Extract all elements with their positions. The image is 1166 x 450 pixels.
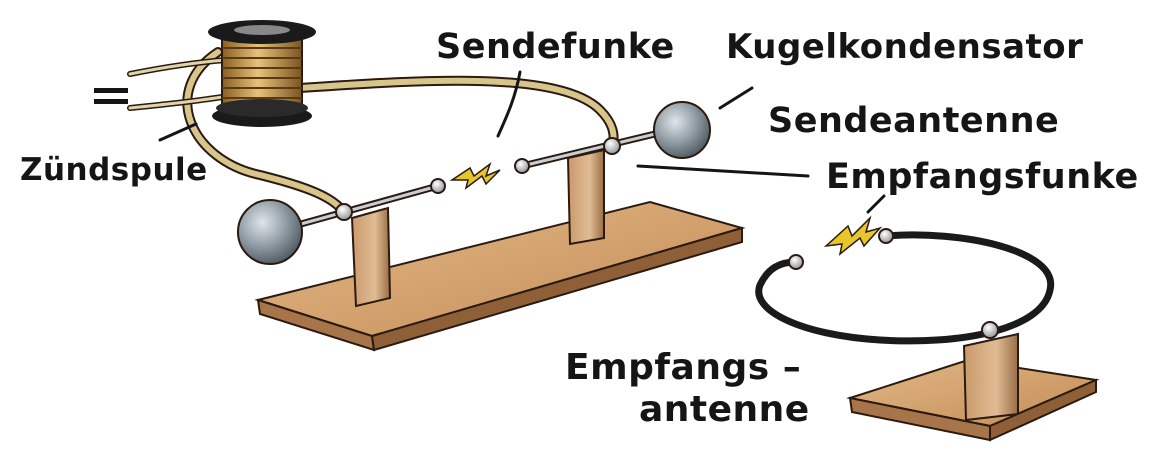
label-zuendspule: Zündspule — [20, 152, 208, 188]
label-empfangsantenne: Empfangs – antenne — [565, 350, 810, 428]
label-empfangsantenne-line1: Empfangs – — [565, 347, 802, 388]
label-sendeantenne: Sendeantenne — [768, 101, 1060, 141]
leader-sendefunke — [496, 70, 522, 138]
transmitter-post-left — [350, 206, 392, 308]
leader-kugelkondensator — [718, 86, 754, 110]
transmitter-base — [254, 200, 746, 352]
leader-sendeantenne — [636, 164, 810, 178]
leader-empfangsfunke — [866, 194, 886, 214]
label-empfangsfunke: Empfangsfunke — [826, 157, 1139, 197]
ignition-coil — [208, 20, 316, 127]
coil-cables — [127, 47, 619, 215]
transmitter-spark — [449, 161, 501, 190]
label-sendefunke: Sendefunke — [436, 27, 675, 67]
label-empfangsantenne-line2: antenne — [639, 389, 810, 430]
transmitter-post-right — [566, 148, 605, 246]
leader-zuendspule — [158, 122, 198, 142]
leader-lines — [158, 70, 886, 214]
label-kugelkondensator: Kugelkondensator — [726, 27, 1084, 67]
capacitor-sphere-right — [653, 101, 711, 159]
capacitor-sphere-left — [237, 199, 303, 265]
receiver-spark — [823, 215, 883, 256]
receiver-antenna-ring — [755, 228, 1055, 345]
receiver-post — [962, 332, 1019, 422]
equals-symbol — [94, 88, 128, 104]
